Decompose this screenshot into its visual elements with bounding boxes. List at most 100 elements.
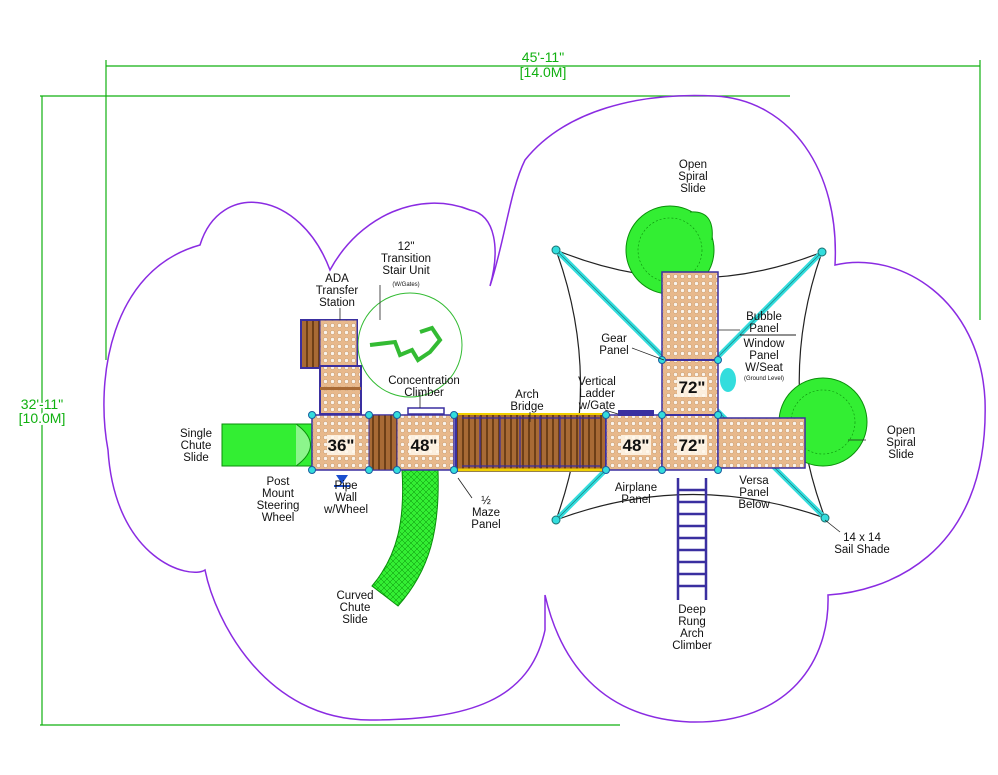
svg-text:(W/Gates): (W/Gates) [392,282,419,288]
svg-text:Vertical: Vertical [578,376,616,388]
svg-text:Window: Window [744,338,786,350]
height-ft-label: 32'-11" [21,396,63,412]
width-ft-label: 45'-11" [522,49,564,65]
svg-text:Slide: Slide [680,183,706,195]
curved-chute-slide [371,469,439,607]
svg-text:Transfer: Transfer [316,285,359,297]
posts [308,356,722,474]
svg-text:Panel: Panel [749,323,778,335]
width-dimension: 45'-11" [14.0M] [105,49,981,360]
svg-text:Panel: Panel [739,487,768,499]
deep-rung-arch-climber [676,478,708,600]
leader-lines [339,285,866,533]
label-vertical-ladder: Vertical Ladder w/Gate [578,376,616,412]
svg-text:Spiral: Spiral [678,171,707,183]
svg-text:Stair Unit: Stair Unit [382,265,430,277]
label-steering-wheel: Post Mount Steering Wheel [257,476,300,524]
svg-text:Steering: Steering [257,500,300,512]
svg-text:Arch: Arch [515,389,539,401]
label-airplane-panel: Airplane Panel [615,482,657,506]
svg-text:Concentration: Concentration [388,375,460,387]
label-spiral-slide-top: Open Spiral Slide [678,159,707,195]
svg-text:Sail Shade: Sail Shade [834,544,890,556]
deck-72-right: 72" [677,435,707,455]
svg-text:Wall: Wall [335,492,357,504]
svg-text:Transition: Transition [381,253,431,265]
svg-text:Bridge: Bridge [510,401,543,413]
svg-text:Panel: Panel [599,345,628,357]
deck-48-right: 48" [621,435,651,455]
height-dimension: 32'-11" [10.0M] [17,95,790,726]
svg-text:48": 48" [411,436,438,455]
svg-text:Maze: Maze [472,507,500,519]
svg-text:Slide: Slide [888,449,914,461]
label-deep-rung-climber: Deep Rung Arch Climber [672,604,712,652]
svg-text:Gear: Gear [601,333,627,345]
label-pipe-wall: Pipe Wall w/Wheel [323,480,368,516]
svg-text:Ladder: Ladder [579,388,615,400]
label-concentration-climber: Concentration Climber [388,375,460,399]
svg-text:Mount: Mount [262,488,295,500]
svg-text:72": 72" [679,378,706,397]
label-maze-panel: ½ Maze Panel [471,495,500,531]
svg-text:(Ground Level): (Ground Level) [744,376,784,382]
label-stair-unit: 12" Transition Stair Unit (W/Gates) [381,241,431,288]
svg-text:Post: Post [266,476,290,488]
svg-text:Single: Single [180,428,212,440]
svg-text:Chute: Chute [340,602,371,614]
svg-text:Slide: Slide [342,614,368,626]
svg-text:Wheel: Wheel [262,512,295,524]
label-sail-shade: 14 x 14 Sail Shade [834,532,890,556]
label-gear-panel: Gear Panel [599,333,628,357]
svg-text:Rung: Rung [678,616,706,628]
svg-text:Panel: Panel [749,350,778,362]
deck-36: 36" [327,435,355,455]
svg-text:Open: Open [679,159,707,171]
deck-48-left: 48" [409,435,439,455]
svg-text:Open: Open [887,425,915,437]
main-walkway [311,271,806,472]
width-m-label: [14.0M] [520,64,567,80]
deck-72-top: 72" [677,377,707,397]
ada-transfer-station [300,319,362,415]
single-chute-slide [221,423,313,467]
arch-bridge-rails [462,416,600,468]
height-m-label: [10.0M] [19,410,66,426]
svg-text:½: ½ [481,495,491,507]
label-bubble-panel: Bubble Panel [746,311,782,335]
svg-text:w/Gate: w/Gate [578,400,615,412]
label-curved-chute: Curved Chute Slide [336,590,373,626]
svg-text:Curved: Curved [336,590,373,602]
svg-text:ADA: ADA [325,273,349,285]
svg-text:W/Seat: W/Seat [745,362,784,374]
svg-text:Spiral: Spiral [886,437,915,449]
svg-text:36": 36" [328,436,355,455]
svg-text:Chute: Chute [181,440,212,452]
svg-text:72": 72" [679,436,706,455]
label-window-panel: Window Panel W/Seat (Ground Level) [744,338,786,382]
arch-bridge-deck [455,413,607,472]
svg-text:12": 12" [398,241,415,253]
svg-text:Below: Below [738,499,770,511]
svg-text:Panel: Panel [471,519,500,531]
use-zone-boundary [103,94,986,723]
svg-text:48": 48" [623,436,650,455]
label-single-chute: Single Chute Slide [180,428,212,464]
svg-text:Panel: Panel [621,494,650,506]
steering-wheel-icon [334,475,350,487]
label-ada-transfer: ADA Transfer Station [316,273,359,309]
svg-text:Deep: Deep [678,604,706,616]
svg-text:w/Wheel: w/Wheel [323,504,368,516]
svg-text:Arch: Arch [680,628,704,640]
label-arch-bridge: Arch Bridge [510,389,543,413]
svg-text:14 x 14: 14 x 14 [843,532,881,544]
svg-text:Versa: Versa [739,475,769,487]
label-spiral-slide-right: Open Spiral Slide [886,425,915,461]
svg-text:Climber: Climber [672,640,712,652]
svg-text:Slide: Slide [183,452,209,464]
label-versa-panel: Versa Panel Below [738,475,770,511]
svg-text:Station: Station [319,297,355,309]
svg-text:Pipe: Pipe [334,480,357,492]
svg-text:Climber: Climber [404,387,444,399]
